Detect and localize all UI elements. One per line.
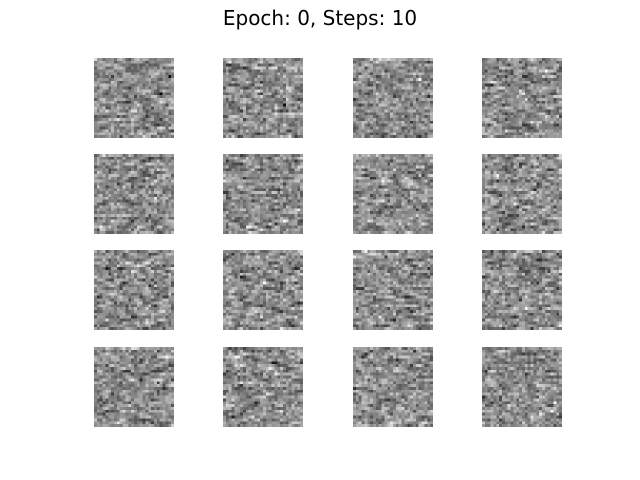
sample-image xyxy=(94,347,174,427)
sample-image xyxy=(94,58,174,138)
sample-image xyxy=(482,154,562,234)
sample-image xyxy=(223,250,303,330)
sample-image xyxy=(353,347,433,427)
figure-title: Epoch: 0, Steps: 10 xyxy=(222,6,418,30)
sample-image xyxy=(482,347,562,427)
sample-image xyxy=(353,154,433,234)
sample-image xyxy=(482,250,562,330)
sample-image xyxy=(223,154,303,234)
sample-image xyxy=(94,154,174,234)
sample-image xyxy=(353,250,433,330)
sample-image xyxy=(223,347,303,427)
sample-image xyxy=(223,58,303,138)
sample-image xyxy=(353,58,433,138)
sample-image xyxy=(94,250,174,330)
sample-image xyxy=(482,58,562,138)
